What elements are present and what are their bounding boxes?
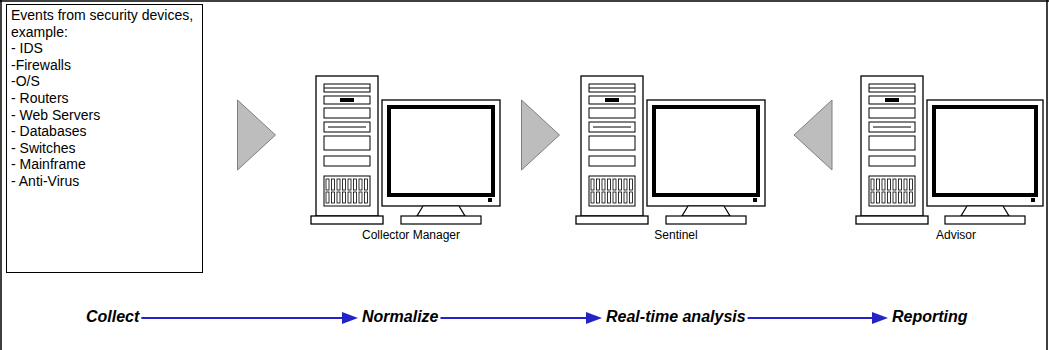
- list-item: - IDS: [11, 40, 198, 57]
- flow-triangle: [771, 100, 855, 170]
- list-item: - Switches: [11, 140, 198, 157]
- stage-arrowhead: [872, 312, 888, 324]
- stage-arrowhead: [586, 312, 602, 324]
- stage-arrow: [748, 317, 876, 319]
- box-heading: Events from security devices, example:: [11, 7, 198, 40]
- list-item: - Anti-Virus: [11, 173, 198, 190]
- computer-label: Sentinel: [654, 228, 697, 242]
- computer-label: Advisor: [936, 228, 976, 242]
- computer-icon: [310, 72, 506, 232]
- stage-arrowhead: [342, 312, 358, 324]
- stage-label: Real-time analysis: [606, 308, 746, 326]
- list-item: - Web Servers: [11, 107, 198, 124]
- computer-node: Advisor: [855, 72, 1045, 247]
- list-item: - Routers: [11, 90, 198, 107]
- stage-arrow: [440, 317, 590, 319]
- source-box: Events from security devices, example:- …: [6, 4, 203, 273]
- flow-triangle: [203, 100, 310, 170]
- computer-node: Sentinel: [575, 72, 771, 247]
- list-item: -Firewalls: [11, 57, 198, 74]
- computer-node: Collector Manager: [310, 72, 506, 247]
- computer-icon: [855, 72, 1045, 232]
- list-item: - Mainframe: [11, 156, 198, 173]
- computer-label: Collector Manager: [362, 228, 460, 242]
- stage-arrow: [141, 317, 346, 319]
- stage-label: Reporting: [892, 308, 968, 326]
- list-item: - Databases: [11, 123, 198, 140]
- list-item: -O/S: [11, 73, 198, 90]
- stage-label: Collect: [86, 308, 139, 326]
- stage-label: Normalize: [362, 308, 438, 326]
- flow-triangle: [506, 100, 575, 170]
- computer-icon: [575, 72, 771, 232]
